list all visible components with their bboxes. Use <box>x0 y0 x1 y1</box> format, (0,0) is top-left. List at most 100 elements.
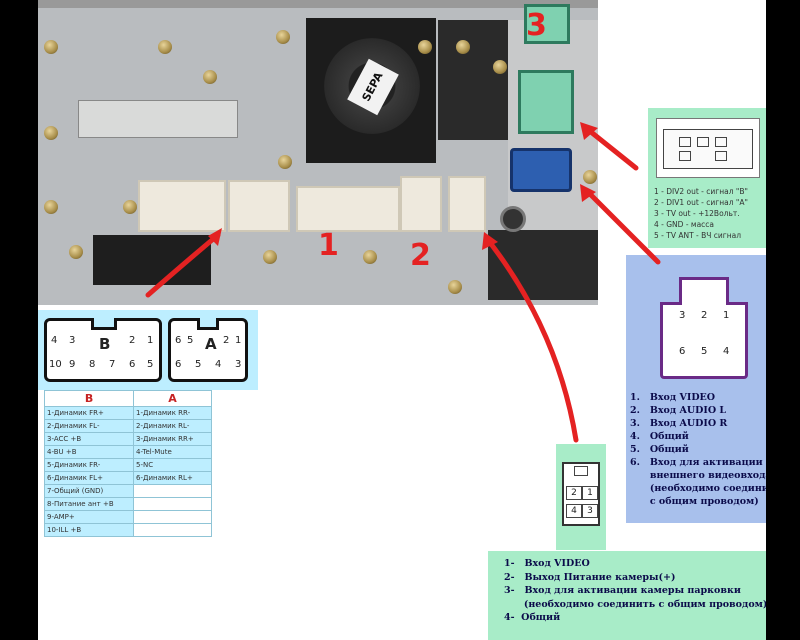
pin-label: 3 <box>69 335 76 346</box>
list-item: 4- Общий <box>504 612 561 623</box>
list-item: (необходимо соединить с общим проводом) <box>504 598 766 610</box>
screw <box>363 250 377 264</box>
antenna-jack <box>500 206 526 232</box>
table-cell-a: 6-Динамик RL+ <box>133 471 212 485</box>
list-item: 3. Вход AUDIO R <box>630 418 728 429</box>
table-row: 5-Динамик FR-5-NC <box>43 458 212 472</box>
table-cell-b: 9-AMP+ <box>43 510 135 524</box>
screw <box>493 60 507 74</box>
pin-label: 1 <box>723 310 730 321</box>
connector-b-letter: B <box>99 335 111 353</box>
pin-label: 6 <box>175 359 182 370</box>
pin-label: 1 <box>147 335 154 346</box>
table-row: 8-Питание ант +B <box>43 497 212 511</box>
table-cell-a: 4-Tel-Mute <box>133 445 212 459</box>
list-item: 2 - DIV1 out - сигнал "A" <box>654 198 748 207</box>
pin-cell: 3 <box>582 504 598 518</box>
connector-2-right <box>448 176 486 232</box>
table-cell-b: 5-Динамик FR- <box>43 458 135 472</box>
div-tv-connector-drawing <box>656 118 760 178</box>
table-cell-b: 7-Общий (GND) <box>43 484 135 498</box>
list-item: внешнего видеовхода <box>630 470 766 481</box>
list-item: 4. Общий <box>630 431 689 442</box>
pin-label: 7 <box>109 359 116 370</box>
connector-a-letter: A <box>205 335 217 353</box>
label-number-2: 2 <box>410 238 431 273</box>
table-header-b: B <box>43 390 135 407</box>
video-input-connector-drawing: 3 2 1 6 5 4 <box>660 277 748 379</box>
pin-table: B A 1-Динамик FR+1-Динамик RR-2-Динамик … <box>43 390 212 537</box>
table-cell-b: 2-Динамик FL- <box>43 419 135 433</box>
div-tv-pin-list: 1 - DIV2 out - сигнал "B" 2 - DIV1 out -… <box>654 186 748 241</box>
screw <box>418 40 432 54</box>
list-item: 3- Вход для активации камеры парковки <box>504 585 741 596</box>
pin-label: 5 <box>147 359 154 370</box>
label-number-1: 1 <box>318 228 339 263</box>
list-item: 1- Вход VIDEO <box>504 558 590 569</box>
table-row: 1-Динамик FR+1-Динамик RR- <box>43 406 212 420</box>
pin-label: 9 <box>69 359 76 370</box>
list-item: 4 - GND - масса <box>654 220 715 229</box>
ab-connector-panel: 4 3 2 1 B 10 9 8 7 6 5 6 5 2 1 A 6 5 4 3 <box>38 310 258 390</box>
screw <box>263 250 277 264</box>
video-input-pin-list: 1. Вход VIDEO 2. Вход AUDIO L 3. Вход AU… <box>630 391 766 508</box>
screw <box>583 170 597 184</box>
pin-label: 4 <box>723 346 730 357</box>
connector-a <box>228 180 290 232</box>
list-item: 1. Вход VIDEO <box>630 392 716 403</box>
green-socket <box>518 70 574 134</box>
table-cell-b: 3-ACC +B <box>43 432 135 446</box>
table-row: 2-Динамик FL-2-Динамик RL- <box>43 419 212 433</box>
screw <box>69 245 83 259</box>
table-row: 6-Динамик FL+6-Динамик RL+ <box>43 471 212 485</box>
connector-b <box>138 180 226 232</box>
connector-3-green <box>524 4 570 44</box>
cooling-fan: SEPA <box>306 18 436 163</box>
table-cell-a <box>133 497 212 511</box>
pin-label: 2 <box>701 310 708 321</box>
pin-cell: 2 <box>566 486 582 500</box>
table-row: 7-Общий (GND) <box>43 484 212 498</box>
pin-label: 6 <box>175 335 182 346</box>
list-item: 5. Общий <box>630 444 689 455</box>
camera-pin-list: 1- Вход VIDEO 2- Выход Питание камеры(+)… <box>504 557 766 625</box>
table-cell-a: 2-Динамик RL- <box>133 419 212 433</box>
video-input-panel: 3 2 1 6 5 4 1. Вход VIDEO 2. Вход AUDIO … <box>626 255 766 523</box>
table-row: 10-ILL +B <box>43 523 212 537</box>
connector-b-drawing: 4 3 2 1 B 10 9 8 7 6 5 <box>44 318 162 382</box>
table-header-a: A <box>133 390 212 407</box>
screw <box>448 280 462 294</box>
screw <box>203 70 217 84</box>
list-item: 2- Выход Питание камеры(+) <box>504 571 676 583</box>
list-item: 3 - TV out - +12Вольт. <box>654 209 740 218</box>
camera-pin-panel: 1- Вход VIDEO 2- Выход Питание камеры(+)… <box>488 551 766 640</box>
table-row: 9-AMP+ <box>43 510 212 524</box>
pin-label: 5 <box>195 359 202 370</box>
table-cell-b: 10-ILL +B <box>43 523 135 537</box>
list-item: 5 - TV ANT - ВЧ сигнал <box>654 231 742 240</box>
screw <box>278 155 292 169</box>
pin-label: 6 <box>129 359 136 370</box>
pin-label: 1 <box>235 335 242 346</box>
screw <box>456 40 470 54</box>
camera-connector-drawing: 2 1 4 3 <box>562 462 600 526</box>
screw <box>44 40 58 54</box>
table-cell-a <box>133 484 212 498</box>
pin-label: 5 <box>701 346 708 357</box>
pin-label: 5 <box>187 335 194 346</box>
list-item: 1 - DIV2 out - сигнал "B" <box>654 187 748 196</box>
pin-label: 10 <box>49 359 62 370</box>
screw <box>44 126 58 140</box>
connector-a-drawing: 6 5 2 1 A 6 5 4 3 <box>168 318 248 382</box>
screw <box>158 40 172 54</box>
label-number-3: 3 <box>526 8 547 43</box>
pin-label: 6 <box>679 346 686 357</box>
pin-label: 2 <box>223 335 230 346</box>
pin-label: 8 <box>89 359 96 370</box>
connector-2-left <box>400 176 442 232</box>
list-item: (необходимо соединить <box>649 483 766 494</box>
pin-table-body: 1-Динамик FR+1-Динамик RR-2-Динамик FL-2… <box>43 406 212 537</box>
diagram-canvas: SEPA 1 2 3 <box>38 0 766 640</box>
connector-1 <box>296 186 400 232</box>
